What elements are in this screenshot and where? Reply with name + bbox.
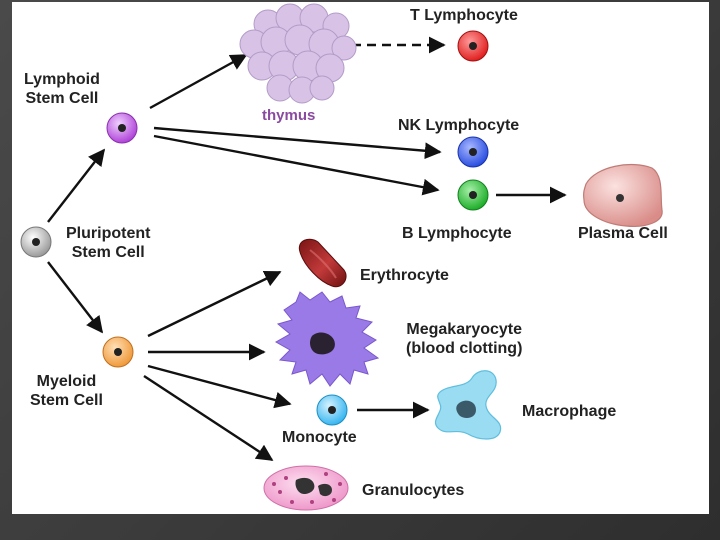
- arrow-lymphoid-to-thymus: [149, 53, 248, 110]
- plasma-cell-label: Plasma Cell: [578, 225, 668, 242]
- arrow-myeloid-to-granulocytes: [143, 374, 274, 462]
- granulocyte-illustration: [263, 465, 349, 511]
- pluripotent-stem-cell: [20, 226, 52, 258]
- arrow-lymphoid-to-nk: [153, 126, 442, 160]
- thymus-label: thymus: [262, 107, 316, 124]
- erythrocyte-illustration: [298, 238, 347, 288]
- arrow-myeloid-to-monocyte: [147, 364, 292, 409]
- arrow-pluri-to-myeloid: [47, 261, 104, 334]
- pluripotent-stem-cell-label: Pluripotent Stem Cell: [66, 225, 151, 261]
- arrow-pluri-to-lymphoid: [47, 148, 106, 223]
- myeloid-stem-cell-label: Myeloid Stem Cell: [30, 373, 103, 409]
- arrow-myeloid-to-erythrocyte: [147, 270, 282, 338]
- megakaryocyte-illustration: [274, 291, 380, 387]
- monocyte-label: Monocyte: [282, 429, 357, 446]
- arrow-lymphoid-to-b: [153, 134, 440, 196]
- arrows: [47, 36, 567, 462]
- plasma-cell-illustration: [583, 163, 663, 227]
- macrophage-label: Macrophage: [522, 403, 617, 420]
- b-lymphocyte-label: B Lymphocyte: [402, 225, 512, 242]
- macrophage-illustration: [434, 370, 502, 440]
- slide-background: [12, 2, 709, 514]
- megakaryocyte-label: Megakaryocyte (blood clotting): [406, 321, 523, 357]
- nk-lymphocyte-cell: [457, 136, 489, 168]
- lymphoid-stem-cell-label: Lymphoid Stem Cell: [24, 71, 100, 107]
- granulocytes-label: Granulocytes: [362, 482, 465, 499]
- erythrocyte-label: Erythrocyte: [360, 267, 449, 284]
- t-lymphocyte-label: T Lymphocyte: [410, 7, 518, 24]
- lymphoid-stem-cell: [106, 112, 138, 144]
- thymus-illustration: [239, 3, 357, 104]
- myeloid-stem-cell: [102, 336, 134, 368]
- b-lymphocyte-cell: [457, 179, 489, 211]
- nk-lymphocyte-label: NK Lymphocyte: [398, 117, 520, 134]
- monocyte-cell: [316, 394, 348, 426]
- t-lymphocyte-cell: [457, 30, 489, 62]
